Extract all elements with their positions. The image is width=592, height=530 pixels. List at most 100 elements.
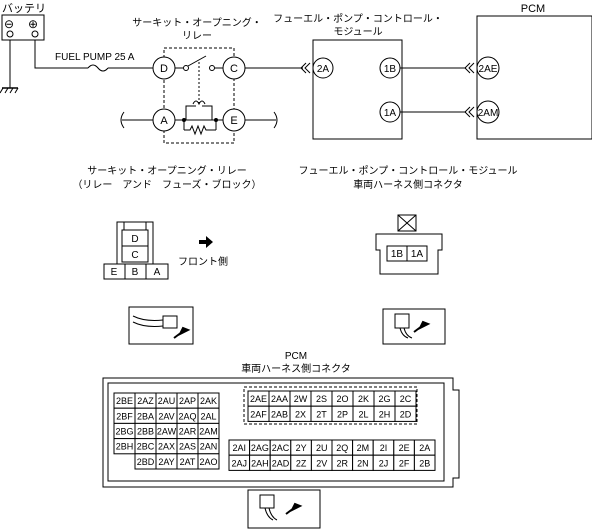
pcm-pin-label: 2AL — [200, 411, 216, 421]
svg-text:E: E — [111, 267, 118, 278]
fpcm-title-2: モジュール — [333, 27, 382, 38]
pcm-pin-label: 2L — [358, 409, 368, 419]
pcm-title: PCM — [521, 3, 545, 15]
pcm-pin-label: 2BB — [137, 427, 154, 437]
pcm-pin-label: 2T — [316, 409, 327, 419]
svg-text:2AM: 2AM — [478, 108, 499, 119]
fpcm-pin-2a: 2A — [312, 57, 334, 79]
svg-text:D: D — [160, 63, 168, 75]
battery-box — [1, 14, 45, 41]
pcm-pin-label: 2V — [316, 458, 327, 468]
svg-text:1B: 1B — [391, 249, 404, 260]
pcm-pin-label: 2BF — [116, 411, 133, 421]
pcm-pin-label: 2H — [379, 409, 391, 419]
fpcm-pin-1a: 1A — [379, 101, 401, 123]
pcm-pin-label: 2AQ — [178, 411, 196, 421]
relay-pin-a: A — [152, 108, 176, 132]
front-label: フロント側 — [178, 255, 228, 268]
pcm-pin-label: 2BD — [137, 457, 155, 467]
relay-connector-face: D C E B A — [103, 221, 169, 280]
pcm-pin-label: 2AX — [158, 442, 175, 452]
pcm-pin-label: 2BE — [116, 396, 133, 406]
relay-caption-2: （リレー アンド フューズ・ブロック） — [72, 178, 261, 191]
pcm-dotted-block — [243, 386, 418, 425]
svg-text:C: C — [230, 63, 238, 75]
fuse-label: FUEL PUMP 25 A — [55, 52, 135, 63]
relay-pin-d: D — [152, 56, 176, 80]
pcm-pin-label: 2AB — [271, 409, 288, 419]
svg-text:1B: 1B — [384, 64, 397, 75]
pcm-pin-label: 2E — [399, 443, 410, 453]
pcm-pin-label: 2M — [357, 443, 370, 453]
relay-pin-c: C — [222, 56, 246, 80]
svg-text:E: E — [230, 115, 237, 127]
relay-pin-e: E — [222, 108, 246, 132]
pcm-pin-label: 2S — [316, 394, 327, 404]
pcm-pin-2am: 2AM — [476, 100, 500, 124]
pcm-pin-label: 2AE — [250, 394, 267, 404]
fpcm-connector-face: 1B 1A — [375, 214, 443, 275]
pcm-pin-cell — [197, 453, 220, 470]
pcm-pin-label: 2G — [378, 394, 390, 404]
pcm-pin-label: 2D — [400, 409, 412, 419]
svg-text:C: C — [131, 250, 138, 261]
pcm-probe-icon — [247, 489, 321, 529]
battery-label: バッテリ — [2, 2, 46, 15]
pcm-pin-label: 2B — [419, 458, 430, 468]
pcm-pin-label: 2Q — [336, 443, 348, 453]
pcm-pin-label: 2AK — [200, 396, 217, 406]
pcm-pin-label: 2J — [379, 458, 389, 468]
relay-switch-icon — [175, 55, 223, 104]
pcm-pin-label: 2AD — [272, 458, 290, 468]
connector-chevron-icon — [300, 62, 311, 74]
pcm-pin-label: 2AC — [272, 443, 290, 453]
svg-text:D: D — [131, 234, 138, 245]
pcm-pin-label: 2AF — [250, 409, 267, 419]
pcm-pin-label: 2C — [400, 394, 412, 404]
pcm-pin-label: 2AZ — [137, 396, 154, 406]
pcm-pin-cell — [394, 405, 417, 422]
pcm-pin-label: 2BG — [115, 427, 133, 437]
pcm-pin-label: 2AA — [271, 394, 288, 404]
pcm-pin-label: 2AN — [200, 442, 218, 452]
pcm-pin-label: 2AO — [199, 457, 217, 467]
pcm-caption-2: 車両ハーネス側コネクタ — [241, 362, 351, 375]
battery-neg-icon: ⊖ — [4, 17, 14, 31]
battery-terminal-pos — [31, 30, 39, 38]
pcm-connector-inner — [107, 382, 445, 482]
pcm-pin-label: 2AV — [158, 411, 174, 421]
pcm-pin-label: 2AI — [233, 443, 247, 453]
pcm-pin-label: 2I — [380, 443, 388, 453]
battery-pos-icon: ⊕ — [28, 17, 38, 31]
connector-chevron-icon — [464, 62, 475, 118]
pcm-pin-label: 2AT — [180, 457, 196, 467]
svg-text:1A: 1A — [384, 108, 397, 119]
pcm-pin-label: 2AP — [179, 396, 196, 406]
svg-text:2A: 2A — [317, 64, 330, 75]
pcm-pin-label: 2O — [336, 394, 348, 404]
pcm-pin-label: 2K — [358, 394, 369, 404]
wire-break-icon — [120, 111, 125, 129]
relay-probe-icon — [128, 306, 194, 345]
fpcm-title-1: フューエル・ポンプ・コントロール・ — [273, 13, 443, 25]
relay-title-1: サーキット・オープニング・ — [132, 16, 261, 29]
relay-box — [163, 47, 235, 144]
pcm-caption-1: PCM — [285, 351, 307, 362]
relay-coil-icon — [175, 100, 223, 136]
pcm-pin-label: 2AM — [199, 427, 218, 437]
pcm-pin-label: 2U — [316, 443, 328, 453]
pcm-pin-label: 2Z — [296, 458, 307, 468]
pcm-pin-label: 2AS — [179, 442, 196, 452]
wire-break-icon — [273, 111, 278, 129]
pcm-pin-label: 2N — [357, 458, 369, 468]
fuse-icon — [87, 64, 109, 72]
pcm-pin-label: 2BH — [116, 442, 134, 452]
svg-text:A: A — [160, 115, 168, 127]
pcm-pin-label: 2BC — [137, 442, 155, 452]
front-arrow-icon — [199, 236, 213, 248]
pcm-pin-label: 2R — [337, 458, 349, 468]
pcm-pin-2ae: 2AE — [476, 56, 500, 80]
pcm-pin-label: 2AR — [179, 427, 197, 437]
